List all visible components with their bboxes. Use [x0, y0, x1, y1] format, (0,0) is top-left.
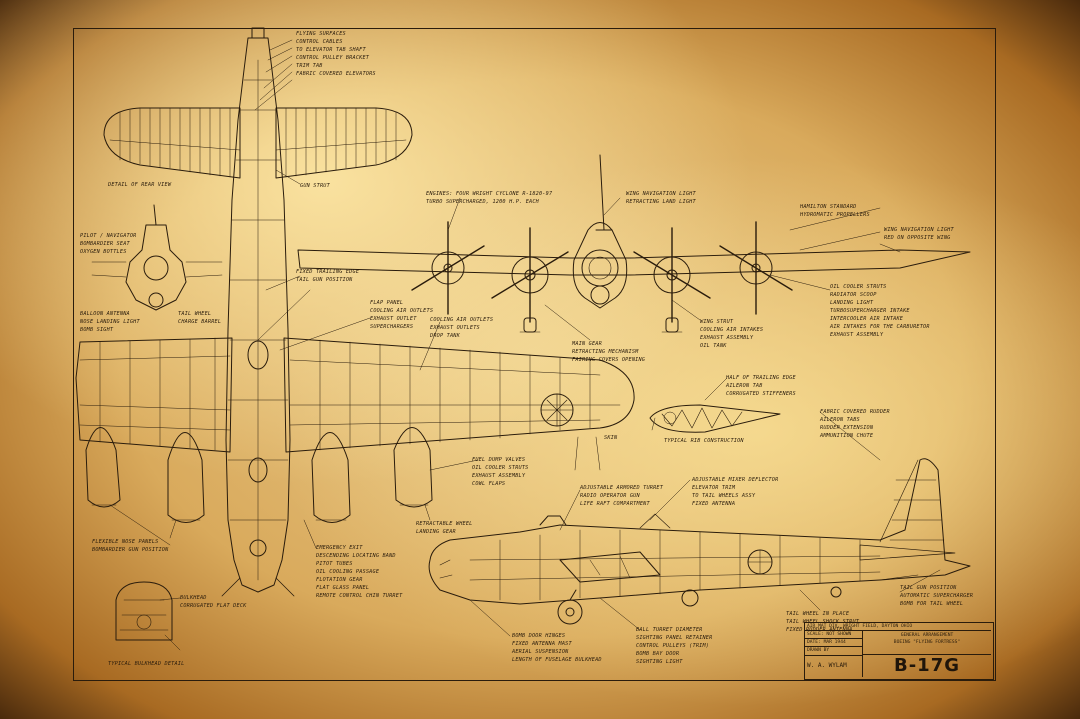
- side-view-aircraft: [428, 458, 971, 625]
- wing-strut-note: WING STRUT COOLING AIR INTAKES EXHAUST A…: [700, 319, 764, 349]
- pilot-nav-note: PILOT / NAVIGATOR BOMBARDIER SEAT OXYGEN…: [80, 233, 137, 255]
- tail-top-notes: FLYING SURFACES CONTROL CABLES TO ELEVAT…: [296, 31, 376, 77]
- retractable-note: RETRACTABLE WHEEL LANDING GEAR: [416, 521, 473, 535]
- drawing-border: [73, 28, 996, 681]
- left-column-note: BALLOON ANTENNA NOSE LANDING LIGHT BOMB …: [80, 311, 140, 333]
- title-block-agency: AIR MAT DIV. WRIGHT FIELD, DAYTON OHIO: [805, 623, 991, 631]
- hamilton-note: HAMILTON STANDARD HYDROMATIC PROPELLERS: [800, 204, 870, 218]
- title-block-drawn-by: W. A. WYLAM: [805, 656, 863, 677]
- title-block-scale: SCALE: NOT SHOWN: [805, 631, 863, 639]
- top-turret-note: ADJUSTABLE ARMORED TURRET RADIO OPERATOR…: [580, 485, 664, 507]
- detail-rear-label: DETAIL OF REAR VIEW: [108, 182, 172, 188]
- flap-panel-note: FLAP PANEL COOLING AIR OUTLETS EXHAUST O…: [370, 300, 434, 330]
- leader-lines: [109, 39, 941, 651]
- bulkhead-note: BULKHEAD CORRUGATED FLAT DECK: [180, 595, 247, 609]
- emergency-note: EMERGENCY EXIT DESCENDING LOCATING BAND …: [316, 545, 403, 599]
- wing-light-note: WING NAVIGATION LIGHT RED ON OPPOSITE WI…: [884, 227, 954, 241]
- front-view-aircraft: [297, 154, 971, 333]
- main-gear-note: MAIN GEAR RETRACTING MECHANISM FAIRING C…: [572, 341, 646, 363]
- fuel-dump-note: FUEL DUMP VALVES OIL COOLER STRUTS EXHAU…: [472, 457, 529, 487]
- title-block-drawn-label: DRAWN BY: [805, 647, 863, 656]
- title-block: AIR MAT DIV. WRIGHT FIELD, DAYTON OHIO S…: [804, 622, 994, 680]
- right-wing-notes: OIL COOLER STRUTS RADIATOR SCOOP LANDING…: [830, 284, 930, 338]
- title-block-date: DATE: MAR 1944: [805, 639, 863, 647]
- rib-construction: [649, 404, 781, 433]
- cooling-air-note: COOLING AIR OUTLETS EXHAUST OUTLETS DROP…: [430, 317, 494, 339]
- rear-view-detail: [91, 204, 223, 311]
- nav-light-note: WING NAVIGATION LIGHT RETRACTING LAND LI…: [626, 191, 696, 205]
- skin-label: SKIN: [604, 435, 618, 441]
- engines-front-note: ENGINES: FOUR WRIGHT CYCLONE R-1820-97 T…: [426, 191, 553, 205]
- top-view-aircraft: [75, 27, 635, 597]
- tail-note: TAIL GUN POSITION AUTOMATIC SUPERCHARGER…: [900, 585, 974, 607]
- adj-mixer-note: ADJUSTABLE MIXER DEFLECTOR ELEVATOR TRIM…: [692, 477, 779, 507]
- flexible-nose-note: FLEXIBLE NOSE PANELS BOMBARDIER GUN POSI…: [92, 539, 169, 553]
- gun-strut-note: GUN STRUT: [300, 183, 330, 189]
- nose-bottom-note: BOMB DOOR HINGES FIXED ANTENNA MAST AERI…: [512, 633, 602, 663]
- rib-title: TYPICAL RIB CONSTRUCTION: [664, 438, 744, 444]
- bottom-center-note: BALL TURRET DIAMETER SIGHTING PANEL RETA…: [636, 627, 713, 665]
- fixed-trailing-note: FIXED TRAILING EDGE TAIL GUN POSITION: [296, 269, 360, 283]
- bulkhead-detail: [115, 581, 173, 641]
- rib-notes: HALF OF TRAILING EDGE AILERON TAB CORRUG…: [726, 375, 796, 397]
- title-block-description: GENERAL ARRANGEMENT BOEING "FLYING FORTR…: [863, 631, 991, 655]
- title-block-model: B-17G: [893, 655, 960, 676]
- typical-bulkhead-title: TYPICAL BULKHEAD DETAIL: [108, 661, 185, 667]
- fabric-rudder-note: FABRIC COVERED RUDDER AILERON TABS RUDDE…: [820, 409, 890, 439]
- left-column-note-2: TAIL WHEEL CHARGE BARREL: [178, 311, 222, 325]
